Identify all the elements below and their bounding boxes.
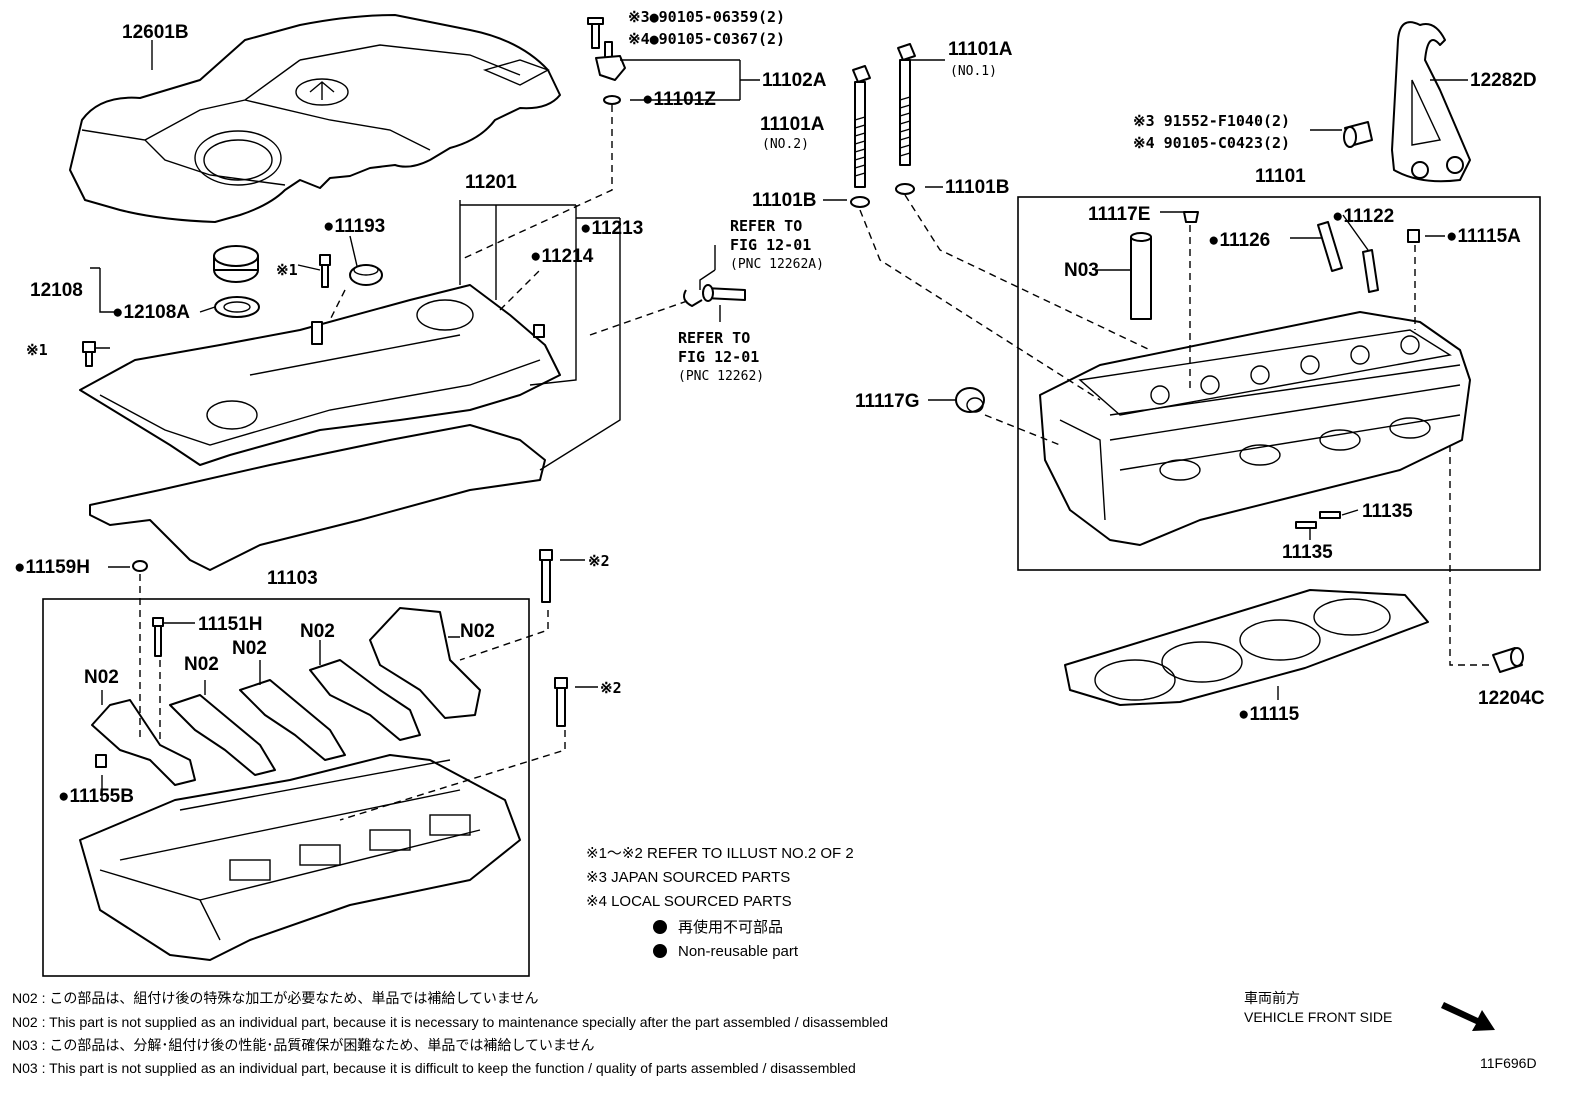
refer-fig-12-01-b1[interactable]: REFER TO xyxy=(678,329,750,347)
label-11126[interactable]: ●11126 xyxy=(1208,230,1270,251)
non-reusable-bullet-icon xyxy=(653,920,667,934)
label-11101B-left[interactable]: 11101B xyxy=(752,190,816,211)
label-11103[interactable]: 11103 xyxy=(267,568,318,589)
camshaft-housing-illustration xyxy=(42,598,530,977)
footnote-n02-ja: N02 : この部品は、組付け後の特殊な加工が必要なため、単品では補給していませ… xyxy=(12,990,539,1006)
label-11101[interactable]: 11101 xyxy=(1255,166,1306,187)
footnote-n03-en: N03 : This part is not supplied as an in… xyxy=(12,1060,856,1076)
refer-fig-12-01-a3: (PNC 12262A) xyxy=(730,257,824,272)
label-n02-e[interactable]: N02 xyxy=(84,667,119,688)
cylinder-head-illustration xyxy=(1017,196,1541,571)
label-11214[interactable]: ●11214 xyxy=(530,246,594,267)
non-reusable-bullet-icon xyxy=(653,944,667,958)
label-n02-d[interactable]: N02 xyxy=(184,654,219,675)
label-11213[interactable]: ●11213 xyxy=(580,218,643,239)
label-12108A[interactable]: ●12108A xyxy=(112,302,190,323)
label-11101Z[interactable]: ●11101Z xyxy=(642,89,716,110)
label-11101A-no1[interactable]: 11101A xyxy=(948,39,1013,60)
label-star2-a: ※2 xyxy=(588,552,610,570)
engine-cover-illustration xyxy=(69,14,561,223)
engine-hanger-illustration xyxy=(1391,21,1471,183)
legend-line-4: 再使用不可部品 xyxy=(678,919,783,936)
legend-line-5: Non-reusable part xyxy=(678,943,799,960)
pcv-hose-illustration xyxy=(683,284,746,307)
label-11115A[interactable]: ●11115A xyxy=(1446,226,1521,247)
leader-lines xyxy=(90,40,1490,821)
plug-11193-illustration xyxy=(349,264,383,286)
label-11201[interactable]: 11201 xyxy=(465,172,517,193)
legend-line-1: ※1～※2 REFER TO ILLUST NO.2 OF 2 xyxy=(586,845,854,862)
label-12204C[interactable]: 12204C xyxy=(1478,688,1545,709)
legend-line-2: ※3 JAPAN SOURCED PARTS xyxy=(586,869,790,886)
label-n02-c[interactable]: N02 xyxy=(232,638,267,659)
label-11159H[interactable]: ●11159H xyxy=(14,557,90,578)
label-star1-b: ※1 xyxy=(26,341,48,359)
label-11193[interactable]: ●11193 xyxy=(323,216,385,237)
label-90105-06359[interactable]: ※3●90105-06359(2) xyxy=(628,8,785,26)
label-12108[interactable]: 12108 xyxy=(30,280,83,301)
label-n02-b[interactable]: N02 xyxy=(460,621,495,642)
label-star2-b: ※2 xyxy=(600,679,622,697)
cam-position-sensor-illustration xyxy=(587,17,626,105)
plug-12204C-illustration xyxy=(1492,647,1524,673)
legend: ※1～※2 REFER TO ILLUST NO.2 OF 2 ※3 JAPAN… xyxy=(586,845,854,960)
label-11135-a[interactable]: 11135 xyxy=(1362,501,1413,522)
head-bolt-no1-illustration xyxy=(895,43,916,195)
bolt-star1-illustration xyxy=(82,254,331,367)
label-11101A-no1-sub: (NO.1) xyxy=(950,64,997,79)
refer-fig-12-01-a2[interactable]: FIG 12-01 xyxy=(730,236,811,254)
label-11135-b[interactable]: 11135 xyxy=(1282,542,1333,563)
oil-filler-cap-illustration xyxy=(213,245,260,318)
label-n02-a[interactable]: N02 xyxy=(300,621,335,642)
label-11101A-no2-sub: (NO.2) xyxy=(762,137,809,152)
label-91552-F1040[interactable]: ※3 91552-F1040(2) xyxy=(1133,112,1290,130)
hanger-bolt-illustration xyxy=(1343,121,1373,148)
refer-fig-12-01-b3: (PNC 12262) xyxy=(678,369,764,384)
head-bolt-no2-illustration xyxy=(850,65,871,208)
housing-bolts-illustration xyxy=(95,549,568,768)
figure-id: 11F696D xyxy=(1480,1055,1537,1071)
footnote-n03-ja: N03 : この部品は、分解･組付け後の性能･品質確保が困難なため、単品では補給… xyxy=(12,1037,595,1053)
front-arrow-icon xyxy=(1441,1002,1495,1031)
refer-fig-12-01-a1[interactable]: REFER TO xyxy=(730,217,802,235)
label-90105-C0423[interactable]: ※4 90105-C0423(2) xyxy=(1133,134,1290,152)
label-11151H[interactable]: 11151H xyxy=(198,614,262,635)
label-star1-a: ※1 xyxy=(276,261,298,279)
refer-fig-12-01-b2[interactable]: FIG 12-01 xyxy=(678,348,759,366)
cylinder-head-cover-illustration xyxy=(79,284,561,466)
label-11117E[interactable]: 11117E xyxy=(1088,204,1150,225)
label-12601B[interactable]: 12601B xyxy=(122,22,189,43)
footnote-n02-en: N02 : This part is not supplied as an in… xyxy=(12,1014,888,1030)
direction-en: VEHICLE FRONT SIDE xyxy=(1244,1009,1392,1025)
label-11101B-right[interactable]: 11101B xyxy=(945,177,1009,198)
label-N03[interactable]: N03 xyxy=(1064,260,1099,281)
camshaft-bearing-caps-illustration xyxy=(91,607,481,786)
label-11101A-no2[interactable]: 11101A xyxy=(760,114,825,135)
direction-ja: 車両前方 xyxy=(1244,990,1300,1006)
part-labels: 12601B ※3●90105-06359(2) ※4●90105-C0367(… xyxy=(14,8,1545,807)
label-11115[interactable]: ●11115 xyxy=(1238,704,1300,725)
label-11102A[interactable]: 11102A xyxy=(762,70,827,91)
label-12282D[interactable]: 12282D xyxy=(1470,70,1537,91)
seal-11117G-illustration xyxy=(955,387,985,413)
vehicle-front-indicator: 車両前方 VEHICLE FRONT SIDE 11F696D xyxy=(1244,990,1537,1071)
head-gasket-illustration xyxy=(1064,589,1429,706)
footnotes: N02 : この部品は、組付け後の特殊な加工が必要なため、単品では補給していませ… xyxy=(12,990,888,1076)
label-11122[interactable]: ●11122 xyxy=(1332,206,1394,227)
label-90105-C0367[interactable]: ※4●90105-C0367(2) xyxy=(628,30,785,48)
label-11155B[interactable]: ●11155B xyxy=(58,786,134,807)
legend-line-3: ※4 LOCAL SOURCED PARTS xyxy=(586,893,792,910)
label-11117G[interactable]: 11117G xyxy=(855,391,919,412)
cover-gasket-illustration xyxy=(89,424,546,571)
